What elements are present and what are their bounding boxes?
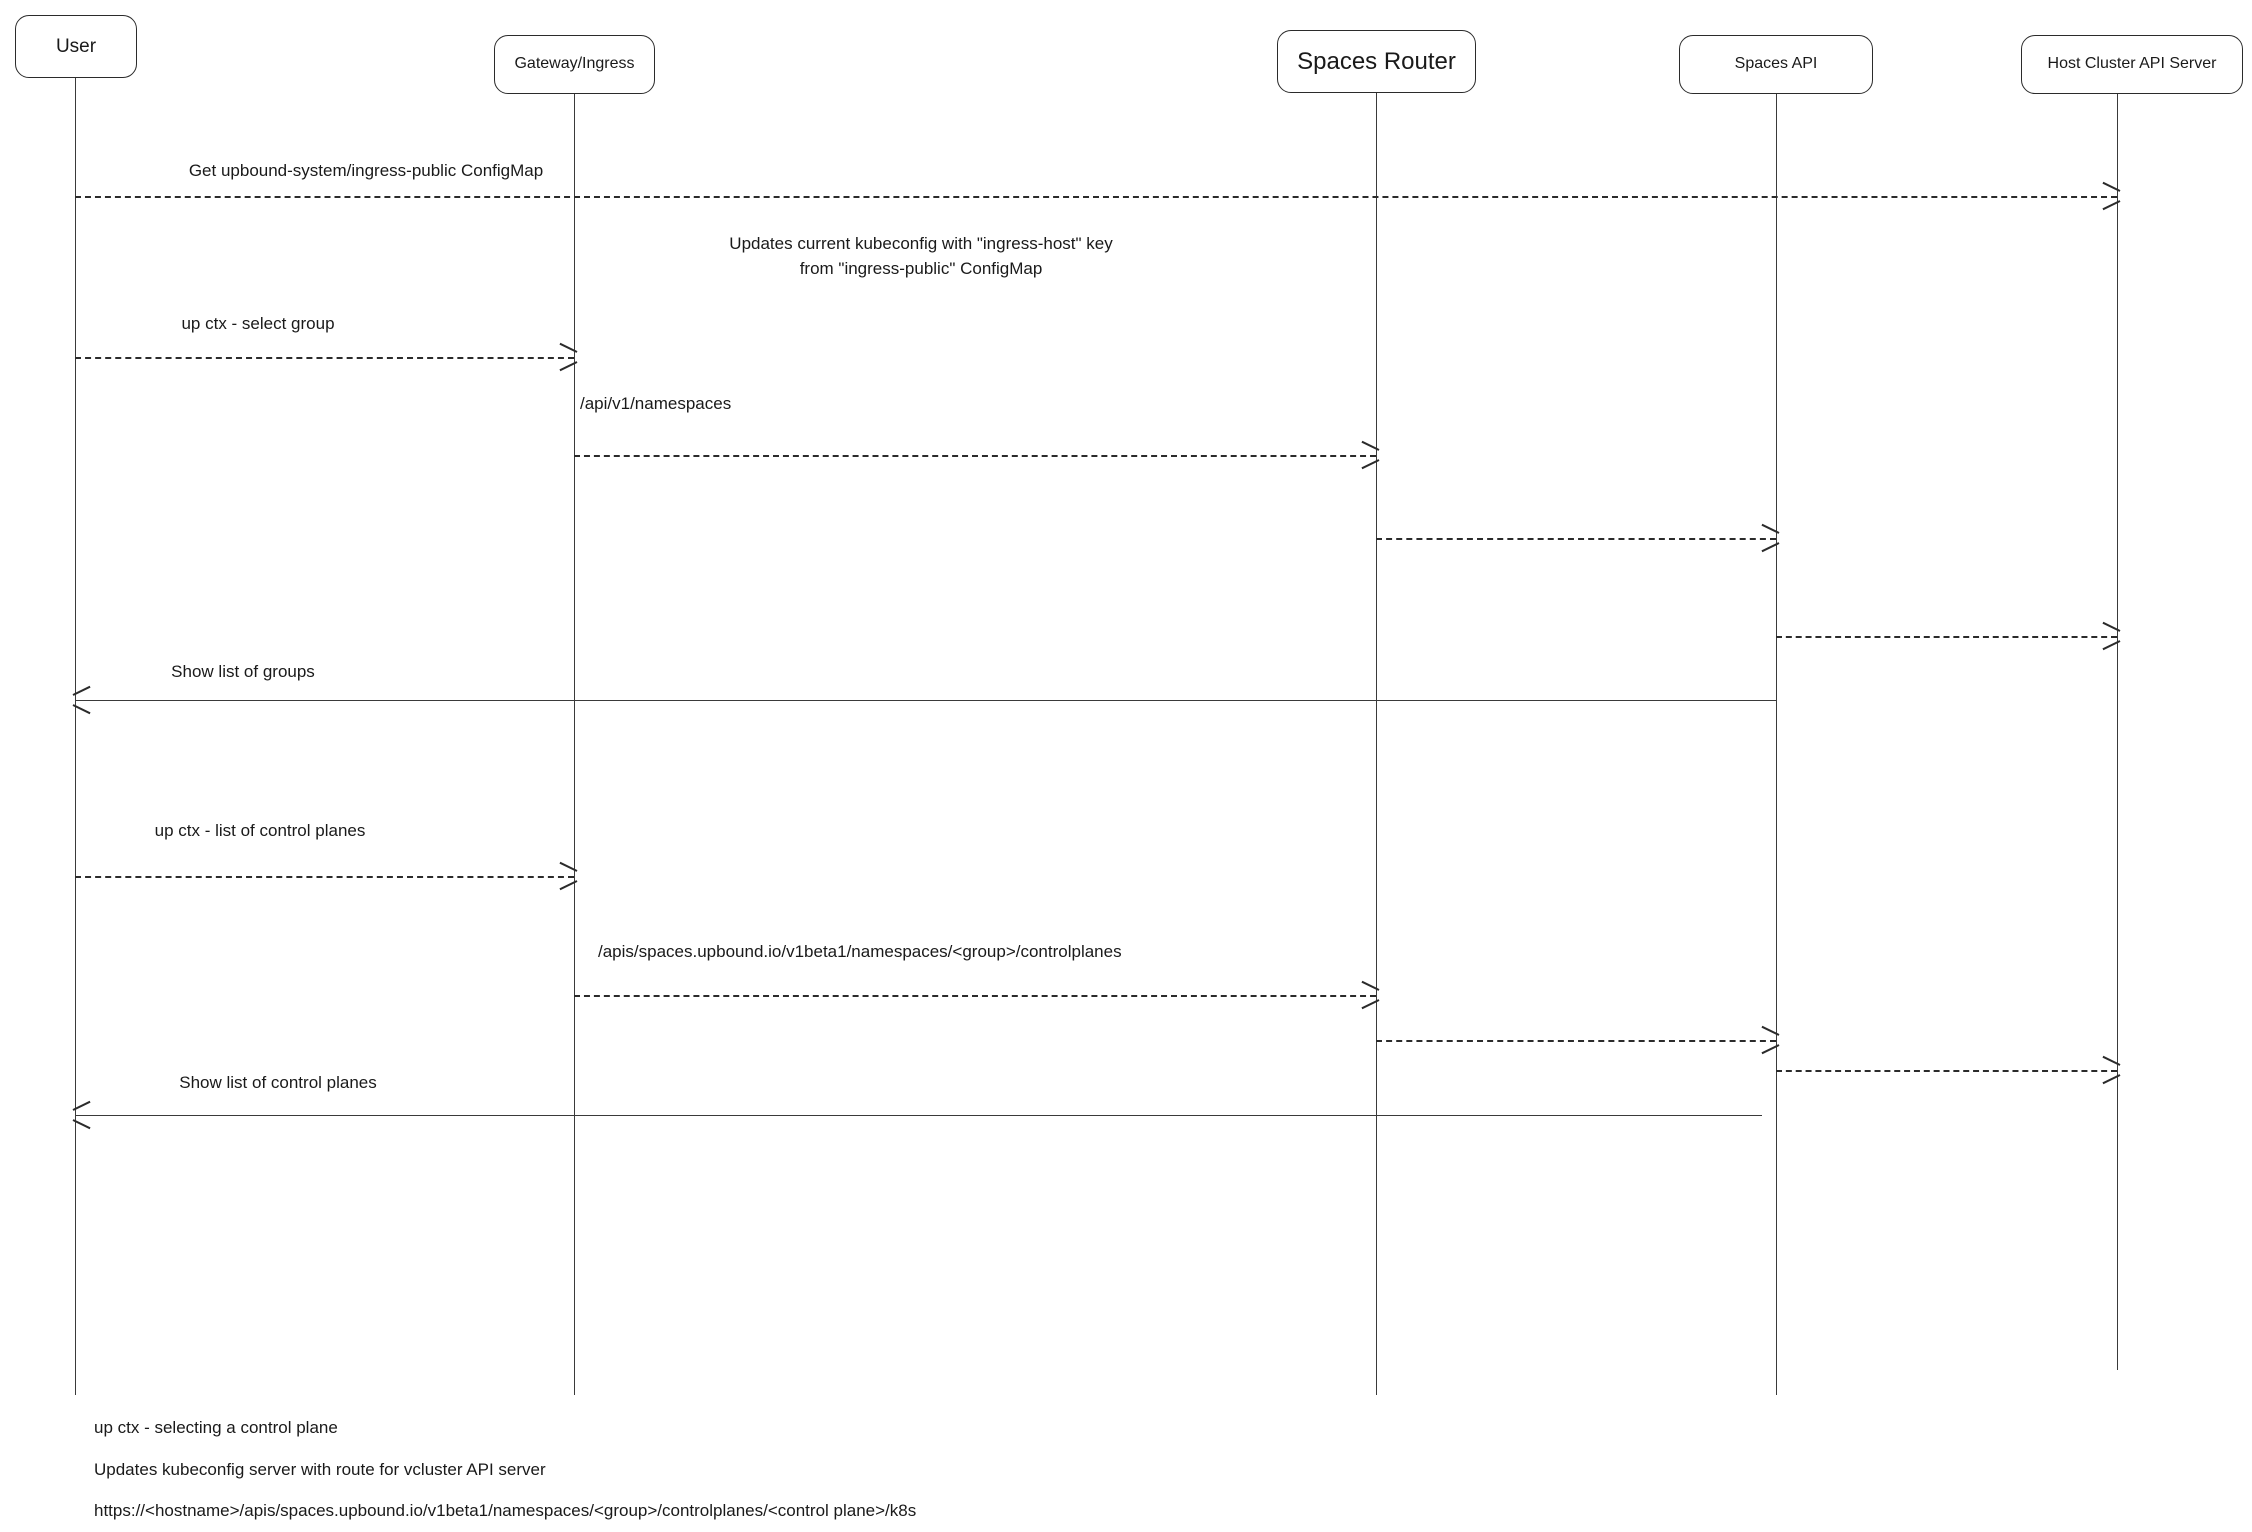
- message-line: [1376, 1040, 1776, 1042]
- message-line: [1376, 538, 1776, 540]
- footer-note-f1: up ctx - selecting a control plane: [94, 1418, 338, 1437]
- arrowhead-right-icon: [1760, 529, 1778, 547]
- participant-label-host_api: Host Cluster API Server: [2047, 55, 2217, 73]
- arrowhead-right-icon: [2101, 1061, 2119, 1079]
- message-line: [1776, 636, 2117, 638]
- message-line: [75, 876, 574, 878]
- participant-label-spaces_api: Spaces API: [1734, 55, 1818, 73]
- message-label-m8: /apis/spaces.upbound.io/v1beta1/namespac…: [598, 942, 1122, 961]
- message-line: [75, 196, 2117, 198]
- lifeline-user: [75, 78, 76, 1395]
- participant-box-router[interactable]: Spaces Router: [1277, 30, 1476, 93]
- message-label-m3: /api/v1/namespaces: [580, 394, 732, 413]
- arrowhead-right-icon: [2101, 627, 2119, 645]
- participant-label-router: Spaces Router: [1297, 47, 1456, 75]
- message-line: [1776, 1070, 2117, 1072]
- message-line: [75, 700, 1776, 701]
- participant-box-spaces_api[interactable]: Spaces API: [1679, 35, 1873, 94]
- message-line: [75, 357, 574, 359]
- lifeline-spaces_api: [1776, 94, 1777, 1395]
- arrowhead-right-icon: [1360, 986, 1378, 1004]
- message-label-m11: Show list of control planes: [179, 1073, 377, 1092]
- participant-box-host_api[interactable]: Host Cluster API Server: [2021, 35, 2243, 94]
- message-label-m7: up ctx - list of control planes: [154, 821, 366, 840]
- participant-label-gateway: Gateway/Ingress: [514, 55, 635, 73]
- arrowhead-right-icon: [558, 867, 576, 885]
- diagram-note-n1: Updates current kubeconfig with "ingress…: [729, 234, 1113, 278]
- participant-box-user[interactable]: User: [15, 15, 137, 78]
- arrowhead-right-icon: [2101, 187, 2119, 205]
- lifeline-gateway: [574, 94, 575, 1395]
- message-label-m6: Show list of groups: [171, 662, 315, 681]
- lifeline-host_api: [2117, 94, 2118, 1370]
- footer-note-f2: Updates kubeconfig server with route for…: [94, 1460, 546, 1479]
- participant-label-user: User: [55, 35, 97, 57]
- arrowhead-right-icon: [1360, 446, 1378, 464]
- arrowhead-right-icon: [1760, 1031, 1778, 1049]
- arrowhead-right-icon: [558, 348, 576, 366]
- message-line: [75, 1115, 1762, 1116]
- footer-note-f3: https://<hostname>/apis/spaces.upbound.i…: [94, 1501, 917, 1520]
- message-label-m2: up ctx - select group: [181, 314, 335, 333]
- arrowhead-left-icon: [73, 691, 91, 709]
- message-label-m1: Get upbound-system/ingress-public Config…: [188, 161, 544, 180]
- lifeline-router: [1376, 93, 1377, 1395]
- arrowhead-left-icon: [73, 1106, 91, 1124]
- message-line: [574, 995, 1376, 997]
- participant-box-gateway[interactable]: Gateway/Ingress: [494, 35, 655, 94]
- message-line: [574, 455, 1376, 457]
